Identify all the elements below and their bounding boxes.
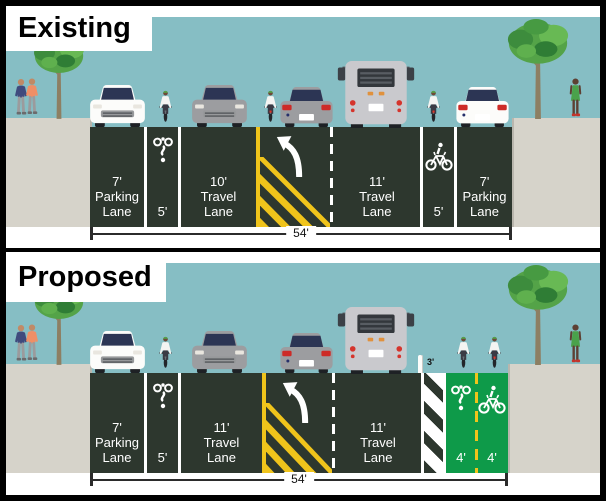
gray-car-rear-icon	[280, 87, 333, 128]
cyclist-icon	[456, 328, 471, 374]
lane-line	[454, 127, 457, 227]
right-sidewalk	[508, 364, 600, 473]
lane-label-travel-left: 11' Travel Lane	[186, 420, 257, 465]
gray-car-rear-icon	[280, 333, 333, 374]
dimension-tick	[509, 227, 512, 240]
lane-label-travel-left: 10' Travel Lane	[183, 174, 254, 219]
bollard-icon	[418, 355, 423, 373]
lane-line	[420, 127, 423, 227]
bus-rear-icon	[334, 61, 418, 128]
lane-name-label: Travel	[203, 435, 240, 450]
dashed-lane-line	[330, 127, 333, 227]
lane-name-label: Lane	[102, 450, 132, 465]
panel-title-box: Proposed	[6, 252, 166, 302]
lane-line	[144, 127, 147, 227]
bike-lane-marking-icon	[450, 378, 472, 422]
bike-lane-marking-icon	[478, 384, 506, 416]
left-sidewalk	[6, 364, 92, 473]
lane-width-label: 7'	[112, 174, 122, 189]
dashed-yellow-line	[475, 373, 478, 473]
lane-name-label: Parking	[462, 189, 507, 204]
lane-label-bike-left: 5'	[157, 450, 168, 465]
existing-panel: 7' Parking Lane 5' 10' Travel Lane 11' T…	[6, 6, 600, 248]
white-car-front-icon	[90, 331, 145, 374]
lane-name-label: Lane	[470, 204, 499, 219]
gray-car-front-icon	[192, 85, 247, 128]
lane-label-travel-right: 11' Travel Lane	[336, 174, 418, 219]
panel-title-box: Existing	[6, 6, 152, 51]
proposed-panel: 3' 7' Parking Lane 5' 11' Travel Lane 11…	[6, 252, 600, 495]
woman-pedestrian-icon	[568, 323, 583, 365]
dimension-tick	[90, 473, 93, 486]
panel-title: Proposed	[18, 260, 152, 293]
lane-label-parking-left: 7' Parking Lane	[92, 174, 142, 219]
total-width-label: 54'	[284, 472, 314, 486]
lane-name-label: Lane	[102, 204, 132, 219]
left-sidewalk	[6, 118, 92, 227]
left-turn-arrow-icon	[270, 133, 306, 177]
bike-lane-marking-icon	[152, 376, 174, 420]
cyclist-icon	[158, 328, 173, 374]
lane-name-label: Lane	[204, 204, 233, 219]
panel-title: Existing	[18, 12, 131, 44]
lane-label-bike-left: 5'	[157, 204, 168, 219]
lane-label-bike-path-right: 4'	[487, 450, 497, 465]
dimension-tick	[505, 473, 508, 486]
buffer-hatch-marking	[421, 373, 446, 473]
gray-car-front-icon	[192, 331, 247, 374]
lane-label-parking-right: 7' Parking Lane	[459, 174, 510, 219]
yellow-center-line	[256, 127, 260, 227]
lane-width-label: 11'	[369, 174, 385, 189]
lane-name-label: Parking	[94, 435, 140, 450]
lane-name-label: Parking	[94, 189, 140, 204]
left-turn-arrow-icon	[276, 379, 312, 423]
lane-width-label: 7'	[479, 174, 490, 189]
lane-label-bike-path-left: 4'	[456, 450, 466, 465]
tree-icon	[502, 18, 574, 119]
buffer-width-label: 3'	[427, 357, 435, 367]
lane-width-label: 11'	[370, 420, 386, 435]
lane-name-label: Lane	[363, 450, 393, 465]
lane-name-label: Lane	[362, 204, 392, 219]
tree-icon	[502, 264, 574, 365]
lane-label-travel-right: 11' Travel Lane	[337, 420, 419, 465]
cyclist-icon	[158, 82, 173, 128]
yellow-center-line	[262, 373, 266, 473]
right-sidewalk	[512, 118, 600, 227]
lane-name-label: Lane	[207, 450, 236, 465]
total-width-label: 54'	[286, 226, 316, 240]
lane-label-bike-right: 5'	[433, 204, 444, 219]
bike-lane-marking-icon	[152, 130, 174, 174]
lane-line	[144, 373, 147, 473]
lane-name-label: Travel	[359, 189, 395, 204]
cyclist-icon	[263, 82, 278, 128]
white-car-front-icon	[90, 85, 145, 128]
dimension-tick	[90, 227, 93, 240]
woman-pedestrian-icon	[568, 77, 583, 119]
lane-name-label: Travel	[360, 435, 396, 450]
dashed-lane-line	[332, 373, 335, 473]
bus-rear-icon	[334, 307, 418, 374]
lane-line	[178, 127, 181, 227]
lane-width-label: 7'	[112, 420, 122, 435]
lane-width-label: 10'	[210, 174, 227, 189]
lane-label-parking-left: 7' Parking Lane	[92, 420, 142, 465]
lane-line	[178, 373, 181, 473]
cyclist-icon	[426, 82, 441, 128]
lane-width-label: 11'	[213, 420, 230, 435]
lane-name-label: Travel	[200, 189, 237, 204]
bike-lane-marking-icon	[425, 141, 453, 173]
cyclist-icon	[487, 328, 502, 374]
